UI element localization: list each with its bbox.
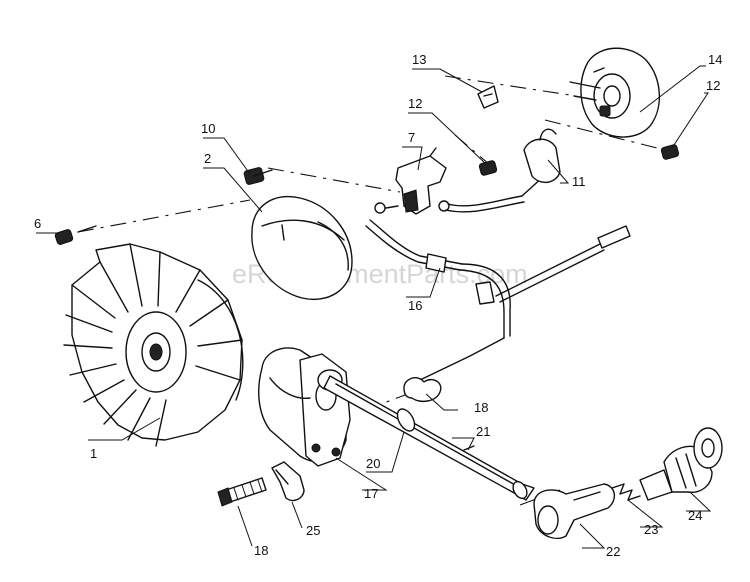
stop-switch-bracket[interactable] [374,147,450,215]
label-part-16: 16 [408,298,422,313]
ignition-wire-harness[interactable] [365,219,631,381]
label-part-22: 22 [606,544,620,559]
drive-shaft[interactable] [323,375,535,501]
label-part-12-right: 12 [706,78,720,93]
gear-housing[interactable] [258,347,351,467]
label-part-25: 25 [306,523,320,538]
flywheel-nut[interactable] [54,225,97,245]
label-part-18-lower: 18 [254,543,268,558]
flywheel[interactable] [63,243,244,447]
label-part-10: 10 [201,121,215,136]
plate-screw[interactable] [660,144,680,160]
stop-switch-wire[interactable] [445,128,561,213]
stator-plate[interactable] [569,47,661,138]
label-part-23: 23 [644,522,658,537]
coil-screw[interactable] [243,167,273,185]
spark-plug[interactable] [639,427,723,501]
label-part-13: 13 [412,52,426,67]
label-part-24: 24 [688,508,702,523]
assembly-axis-lines [77,75,666,506]
label-part-11: 11 [572,174,586,189]
label-part-21: 21 [476,424,490,439]
label-part-2: 2 [204,151,211,166]
mount-bolt[interactable] [217,477,267,507]
part-number-labels: 1 2 6 7 10 11 12 12 13 14 16 17 18 18 20… [34,52,722,559]
label-part-1: 1 [90,446,97,461]
spring-clip[interactable] [611,483,641,501]
label-part-12-upper: 12 [408,96,422,111]
label-part-14: 14 [708,52,722,67]
label-part-20: 20 [366,456,380,471]
spark-plug-boot[interactable] [533,483,615,540]
wire-clip[interactable] [477,85,499,109]
label-part-6: 6 [34,216,41,231]
leader-lines [36,65,712,549]
ignition-coil[interactable] [251,195,353,300]
label-part-17: 17 [364,486,378,501]
label-part-7: 7 [408,130,415,145]
adjust-knob[interactable] [403,377,442,403]
wire-clamp[interactable] [271,461,305,502]
switch-screw[interactable] [478,160,498,176]
label-part-18-upper: 18 [474,400,488,415]
